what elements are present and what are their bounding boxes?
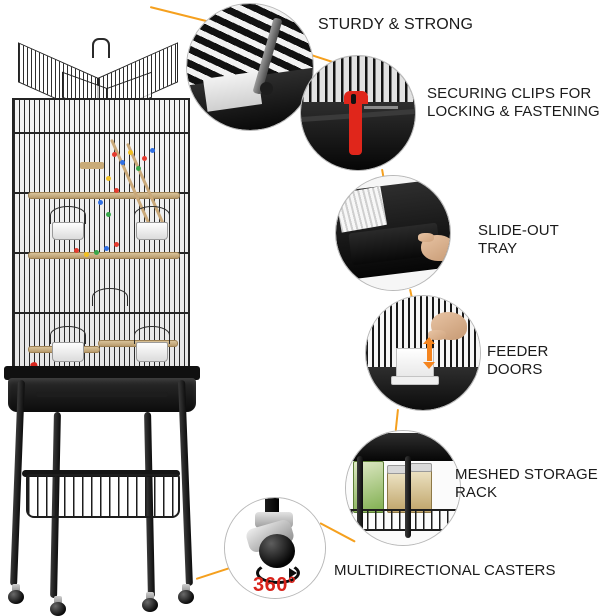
toy-bead — [150, 148, 155, 153]
product-image-bird-cage — [0, 36, 205, 616]
feeder-tray — [391, 375, 439, 385]
caster-stem — [12, 584, 20, 592]
label-meshed-storage-rack: MESHED STORAGE RACK — [455, 466, 598, 501]
door-arch — [50, 206, 86, 224]
door-arch — [134, 206, 170, 224]
cage-horizontal-wire — [12, 312, 190, 314]
cage-base-grille — [4, 366, 200, 380]
toy-bead — [106, 176, 111, 181]
cage-hanging-hook — [92, 38, 110, 58]
tray-handle — [36, 392, 168, 397]
label-securing-clips: SECURING CLIPS FOR LOCKING & FASTENING — [427, 85, 600, 120]
cage-grate — [336, 186, 387, 233]
wooden-perch — [28, 192, 180, 199]
caster-wheel — [178, 584, 194, 604]
label-multidirectional-casters: MULTIDIRECTIONAL CASTERS — [334, 562, 556, 579]
caster-wheel — [142, 592, 158, 612]
cage-rod — [363, 106, 398, 110]
feature-circle-slide-out-tray — [335, 175, 451, 291]
feeder-cup — [136, 222, 168, 240]
slide-out-tray-main — [8, 378, 196, 412]
rotation-arrow-head — [289, 568, 297, 578]
toy-bead — [136, 166, 141, 171]
toy-bead — [128, 150, 133, 155]
wire-rack-icon — [346, 508, 460, 531]
toy-bead — [98, 200, 103, 205]
feature-circle-meshed-storage-rack — [345, 430, 461, 546]
feature-circle-feeder-doors — [365, 295, 481, 411]
connector-line-feeder-to-rack — [394, 408, 399, 431]
feeder-cup — [136, 342, 168, 362]
caster-post — [265, 498, 279, 516]
badge-360: 360° — [253, 574, 297, 596]
toy-bead — [104, 246, 109, 251]
door-arch — [134, 326, 170, 344]
cage-tray-above — [346, 433, 460, 461]
feature-circle-securing-clips — [300, 55, 416, 171]
feeder-cup — [52, 222, 84, 240]
meshed-storage-rack-main — [26, 474, 180, 518]
rotation-arrow-icon — [256, 562, 300, 584]
feeder-cup — [52, 342, 84, 362]
caster-stem — [146, 592, 154, 600]
infographic-canvas: 360° STURDY & STRONG SECURING CLIPS FOR … — [0, 3, 600, 616]
wooden-perch — [28, 252, 180, 259]
finger — [418, 233, 435, 242]
jar-lid — [409, 462, 433, 472]
toy-bead — [120, 160, 125, 165]
toy-bead — [114, 188, 119, 193]
caster-wheel-body — [8, 590, 24, 604]
caster-stem — [182, 584, 190, 592]
caster-wheel-body — [50, 602, 66, 616]
cage-horizontal-wire — [12, 132, 190, 134]
caster-wheel — [8, 584, 24, 604]
seed-jar — [409, 467, 433, 513]
cage-body — [12, 98, 190, 368]
toy-bead — [106, 212, 111, 217]
label-feeder-doors: FEEDER DOORS — [487, 343, 549, 378]
label-sturdy-strong: STURDY & STRONG — [318, 16, 473, 33]
clip-knob — [260, 82, 274, 96]
toy-bead — [114, 242, 119, 247]
toy-bead — [94, 250, 99, 255]
toy-platform — [80, 162, 104, 169]
clip-slot — [351, 93, 357, 104]
stand-leg — [357, 456, 364, 539]
caster-wheel-body — [142, 598, 158, 612]
door-arch — [92, 288, 128, 306]
finger — [427, 330, 446, 341]
feature-circle-sturdy-strong — [186, 3, 314, 131]
toy-bead — [74, 248, 79, 253]
toy-bead — [84, 252, 89, 257]
caster-wheel-body — [178, 590, 194, 604]
toy-bead — [142, 156, 147, 161]
red-clip-head — [344, 91, 369, 105]
caster-wheel — [50, 596, 66, 616]
feature-circle-multidirectional-casters: 360° — [224, 497, 326, 599]
door-arch — [50, 326, 86, 344]
updown-arrow-icon — [423, 337, 435, 370]
toy-bead — [112, 152, 117, 157]
label-slide-out-tray: SLIDE-OUT TRAY — [478, 222, 559, 257]
storage-rack-rim — [22, 470, 180, 477]
red-securing-clip-icon — [348, 93, 362, 156]
stand-leg — [405, 456, 412, 539]
